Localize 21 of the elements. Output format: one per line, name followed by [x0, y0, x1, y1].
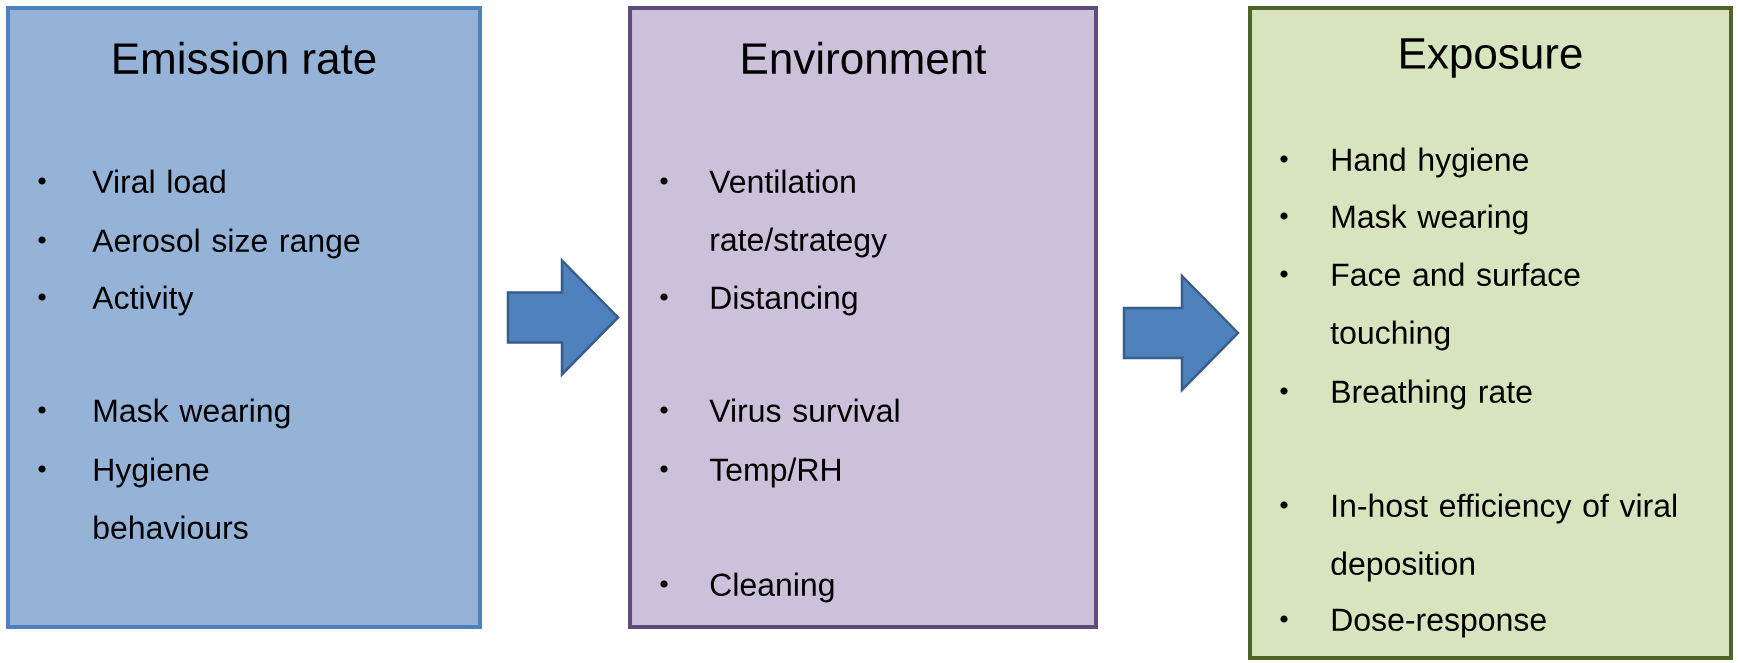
- bullet-item: Distancing: [660, 285, 857, 316]
- bullet-item: Mask wearing: [38, 398, 290, 429]
- bullet-item: Ventilation rate/strategy: [660, 169, 887, 258]
- box-heading: Emission rate: [114, 41, 376, 75]
- bullet-item: Hand hygiene: [1280, 147, 1528, 178]
- block-arrow: [1122, 272, 1240, 394]
- bullet-item: Activity: [38, 285, 194, 316]
- bullet-item: Breathing rate: [1280, 379, 1532, 410]
- block-arrow: [506, 257, 620, 378]
- bullet-item: Virus survival: [660, 398, 899, 423]
- bullet-item: Temp/RH: [660, 457, 840, 488]
- bullet-item: Hygiene behaviours: [38, 457, 248, 540]
- bullet-item: In-host efficiency of viral deposition: [1280, 493, 1676, 582]
- bullet-item: Viral load: [38, 169, 225, 194]
- bullet-item: Cleaning: [660, 572, 834, 603]
- bullet-item: Dose-response: [1280, 608, 1546, 638]
- bullet-item: Aerosol size range: [38, 228, 360, 259]
- box-heading: Environment: [743, 41, 987, 75]
- bullet-item: Face and surface touching: [1280, 262, 1580, 351]
- bullet-item: Mask wearing: [1280, 204, 1528, 235]
- box-heading: Exposure: [1401, 38, 1582, 78]
